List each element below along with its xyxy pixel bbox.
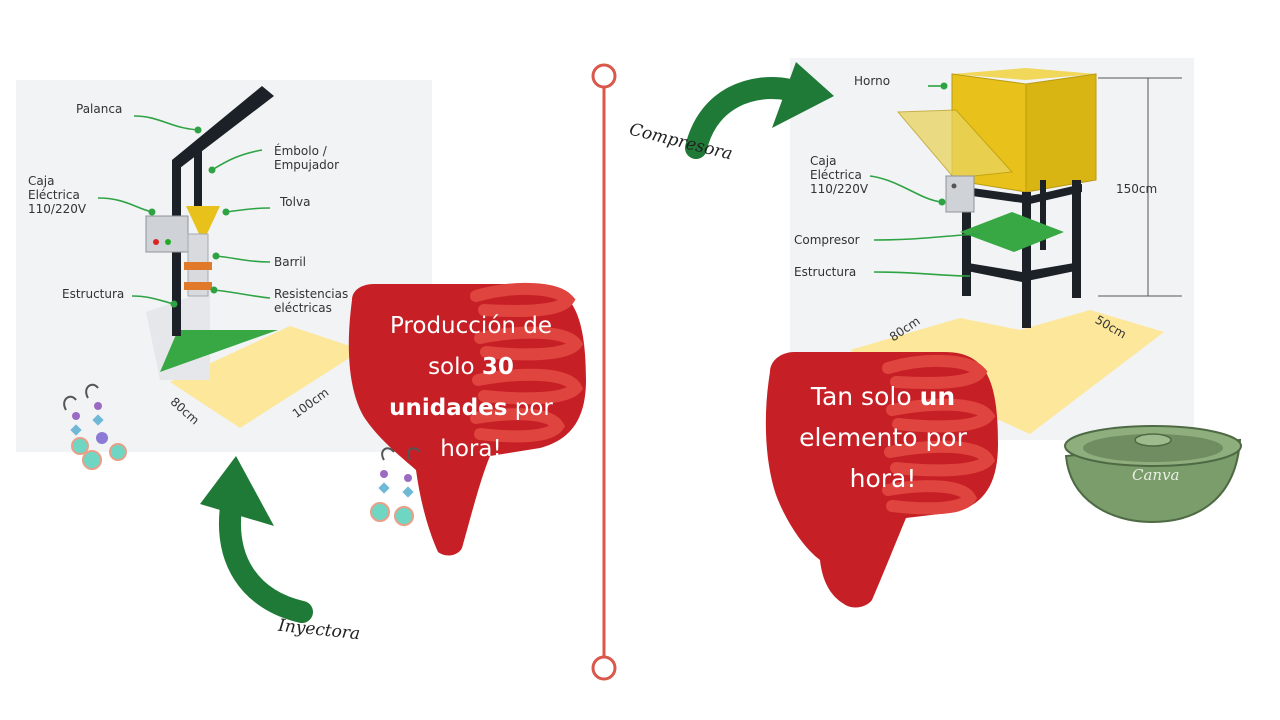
right-callout-line1: Tan solo un <box>810 382 956 411</box>
right-thumbs-down-icon <box>765 352 998 608</box>
right-callout-line2: elemento por <box>799 423 967 452</box>
right-callout-highlight: un <box>919 382 956 411</box>
left-green-base <box>160 330 278 372</box>
left-callout-line1: Producción de <box>389 313 553 339</box>
right-floor-area <box>850 310 1164 434</box>
timeline-bottom-node <box>591 655 617 681</box>
right-electric-box <box>945 175 975 213</box>
left-electric-box <box>145 215 189 253</box>
left-leader-lines <box>97 115 271 305</box>
label-horno: Horno <box>854 74 891 88</box>
left-callout-line3: unidades por <box>389 395 553 421</box>
right-oven-top <box>952 68 1096 80</box>
dimension-right-height: 150cm <box>1116 182 1158 196</box>
left-callout-text: Producción de solo 30 unidades por hora! <box>364 306 578 470</box>
right-machine <box>850 68 1164 434</box>
height-dimension-line <box>1098 77 1182 297</box>
canva-watermark: Canva <box>1132 466 1180 484</box>
label-estructura-left: Estructura <box>62 287 125 301</box>
right-callout-text: Tan solo un elemento por hora! <box>776 376 990 499</box>
label-resistencias: Resistencias eléctricas <box>274 287 349 315</box>
left-callout-line4: hora! <box>440 436 502 462</box>
label-estructura-right: Estructura <box>794 265 857 279</box>
left-callout-number: 30 <box>481 354 514 380</box>
label-caja-electrica-left: Caja Eléctrica 110/220V <box>28 174 87 216</box>
left-lever <box>172 86 274 168</box>
left-thumbs-down-icon <box>348 283 586 556</box>
left-hopper <box>186 206 220 236</box>
timeline-top-node <box>591 63 617 89</box>
label-embolo: Émbolo / Empujador <box>274 144 340 172</box>
left-heater-1 <box>184 262 212 270</box>
left-machine <box>145 86 362 428</box>
green-bowl-icon <box>1064 425 1242 524</box>
left-callout-line2: solo 30 <box>428 354 514 380</box>
label-barril: Barril <box>274 255 306 269</box>
earrings-pair-icon <box>370 447 421 526</box>
right-oven-door <box>896 109 1014 179</box>
right-curved-arrow <box>685 62 834 159</box>
label-palanca: Palanca <box>76 102 123 116</box>
right-leader-lines <box>869 85 981 277</box>
left-floor-area <box>170 326 362 428</box>
label-compresor: Compresor <box>794 233 860 247</box>
left-heater-2 <box>184 282 212 290</box>
earrings-icon <box>63 383 127 470</box>
left-curved-arrow <box>200 456 313 623</box>
label-tolva: Tolva <box>280 195 311 209</box>
timeline <box>591 63 617 681</box>
right-callout-line3: hora! <box>849 464 917 493</box>
right-compressor-plate <box>960 212 1064 252</box>
label-caja-electrica-right: Caja Eléctrica 110/220V <box>810 154 869 196</box>
right-oven-side <box>1025 73 1097 193</box>
